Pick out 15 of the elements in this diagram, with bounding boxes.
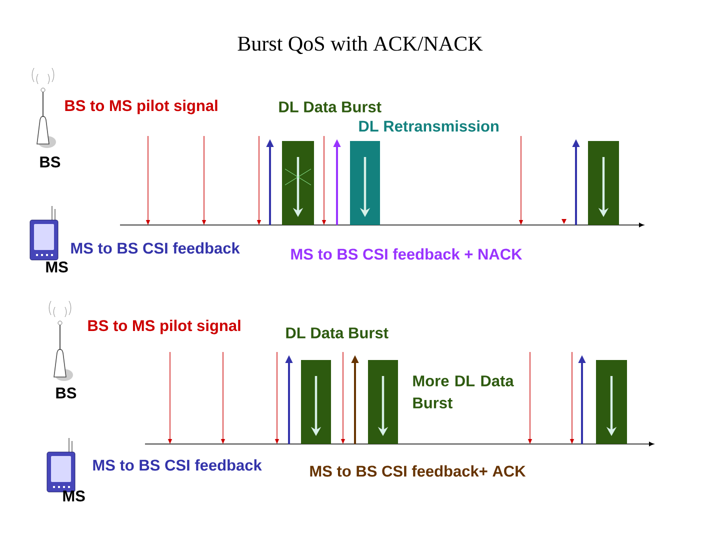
- signal-label: MS to BS CSI feedback: [71, 242, 240, 254]
- signal-label: BS to MS pilot signal: [88, 320, 240, 334]
- title: Burst QoS with ACK/NACK: [238, 36, 483, 54]
- signal-label: DL Retransmission: [359, 120, 498, 132]
- signal-label: BS: [56, 388, 76, 398]
- signal-label: MS to BS CSI feedback+ ACK: [310, 465, 526, 477]
- signal-label: MS to BS CSI feedback + NACK: [291, 248, 522, 260]
- signal-label: DL Data Burst: [279, 102, 382, 112]
- signal-label: BS to MS pilot signal: [65, 100, 218, 114]
- signal-label: MS to BS CSI feedback: [93, 459, 262, 471]
- signal-label: BS: [40, 156, 60, 168]
- signal-label: More DL Data Burst: [413, 376, 514, 408]
- signal-label: MS: [63, 490, 85, 502]
- signal-label: DL Data Burst: [286, 328, 388, 338]
- signal-label: MS: [46, 262, 68, 272]
